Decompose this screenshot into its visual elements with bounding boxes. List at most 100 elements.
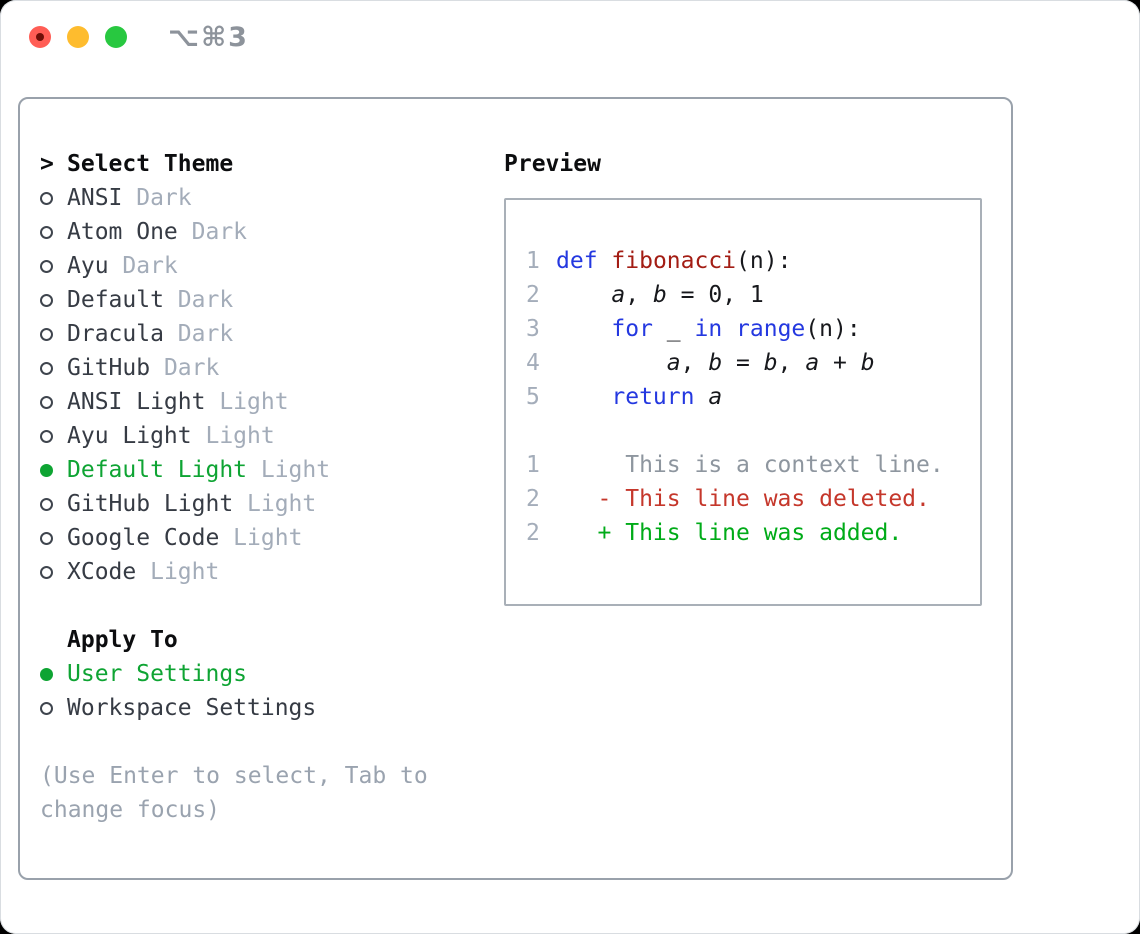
code-token: = 0, 1	[666, 282, 764, 308]
line-number: 2	[526, 520, 540, 546]
theme-option[interactable]: ANSI Light Light	[40, 385, 504, 419]
code-token: (n):	[736, 248, 792, 274]
code-token: ,	[680, 350, 709, 376]
window-shortcut-title: ⌥⌘3	[168, 22, 249, 53]
theme-option[interactable]: Default Light Light	[40, 453, 504, 487]
code-token: +	[819, 350, 861, 376]
theme-option[interactable]: ANSI Dark	[40, 181, 504, 215]
theme-option[interactable]: GitHub Light Light	[40, 487, 504, 521]
theme-variant: Dark	[122, 185, 192, 211]
theme-variant: Light	[247, 457, 331, 483]
theme-name: Default	[67, 287, 164, 313]
preview-title: Preview	[504, 151, 601, 177]
theme-name: XCode	[67, 559, 137, 585]
code-token: b	[763, 350, 778, 376]
help-text-line-1: (Use Enter to select, Tab to	[40, 763, 428, 789]
theme-variant: Dark	[163, 287, 234, 313]
code-token: This is a context line.	[556, 452, 944, 478]
apply-to-option[interactable]: Workspace Settings	[40, 691, 504, 725]
apply-to-title: Apply To	[67, 627, 178, 653]
radio-selected-icon	[40, 667, 67, 681]
theme-name: ANSI Light	[67, 389, 206, 415]
titlebar: ⌥⌘3	[0, 0, 1140, 72]
apply-to-option-label: Workspace Settings	[67, 695, 317, 721]
code-token: a	[805, 350, 820, 376]
code-token: return	[611, 384, 695, 410]
minimize-button[interactable]	[67, 26, 89, 48]
theme-name: GitHub Light	[67, 491, 234, 517]
theme-variant: Dark	[108, 253, 178, 279]
code-line: 2 - This line was deleted.	[526, 482, 964, 516]
radio-icon	[40, 191, 67, 205]
theme-section-header: > Select Theme	[40, 147, 504, 181]
theme-name: Google Code	[67, 525, 220, 551]
code-token: b	[708, 350, 723, 376]
code-token	[722, 312, 736, 346]
focus-caret-icon: >	[40, 151, 54, 177]
code-line: 2 + This line was added.	[526, 516, 964, 550]
code-token	[598, 244, 612, 278]
code-token	[556, 380, 611, 414]
code-token: - This line was deleted.	[556, 486, 930, 512]
code-token: ,	[625, 282, 653, 308]
theme-option[interactable]: GitHub Dark	[40, 351, 504, 385]
code-token	[556, 278, 611, 312]
code-token: _	[652, 316, 695, 342]
line-number: 2	[526, 486, 540, 512]
radio-icon	[40, 565, 67, 579]
line-number: 3	[526, 316, 540, 342]
code-token: def	[556, 248, 598, 274]
theme-name: Dracula	[67, 321, 164, 347]
code-token	[694, 380, 708, 414]
radio-icon	[40, 701, 67, 715]
radio-icon	[40, 429, 67, 443]
line-number: 2	[526, 282, 540, 308]
radio-icon	[40, 395, 67, 409]
theme-variant: Light	[136, 559, 220, 585]
radio-icon	[40, 361, 67, 375]
code-token: a	[666, 350, 681, 376]
close-button[interactable]	[29, 26, 51, 48]
radio-icon	[40, 225, 67, 239]
code-token: in	[694, 316, 723, 342]
code-token: b	[860, 350, 875, 376]
spacer	[40, 725, 504, 759]
theme-option[interactable]: Ayu Dark	[40, 249, 504, 283]
line-number: 1	[526, 452, 540, 478]
code-token: (n):	[805, 316, 861, 342]
code-token	[556, 346, 667, 380]
theme-name: ANSI	[67, 185, 123, 211]
theme-variant: Dark	[177, 219, 248, 245]
code-token: for	[611, 316, 653, 342]
theme-variant: Light	[191, 423, 275, 449]
theme-name: Ayu	[67, 253, 109, 279]
code-token: ,	[777, 350, 806, 376]
code-line	[526, 414, 964, 448]
theme-option[interactable]: Default Dark	[40, 283, 504, 317]
theme-variant: Light	[233, 491, 317, 517]
radio-icon	[40, 497, 67, 511]
code-token: b	[652, 282, 667, 308]
theme-option[interactable]: XCode Light	[40, 555, 504, 589]
theme-option[interactable]: Atom One Dark	[40, 215, 504, 249]
line-number: 4	[526, 350, 540, 376]
theme-option[interactable]: Google Code Light	[40, 521, 504, 555]
theme-option[interactable]: Ayu Light Light	[40, 419, 504, 453]
zoom-button[interactable]	[105, 26, 127, 48]
theme-name: Default Light	[67, 457, 248, 483]
code-token: a	[611, 282, 626, 308]
theme-option[interactable]: Dracula Dark	[40, 317, 504, 351]
apply-to-option[interactable]: User Settings	[40, 657, 504, 691]
apply-to-header: Apply To	[40, 623, 504, 657]
code-line: 3 for _ in range(n):	[526, 312, 964, 346]
radio-selected-icon	[40, 463, 67, 477]
theme-name: Atom One	[67, 219, 178, 245]
radio-icon	[40, 259, 67, 273]
theme-variant: Dark	[150, 355, 220, 381]
theme-name: Ayu Light	[67, 423, 192, 449]
